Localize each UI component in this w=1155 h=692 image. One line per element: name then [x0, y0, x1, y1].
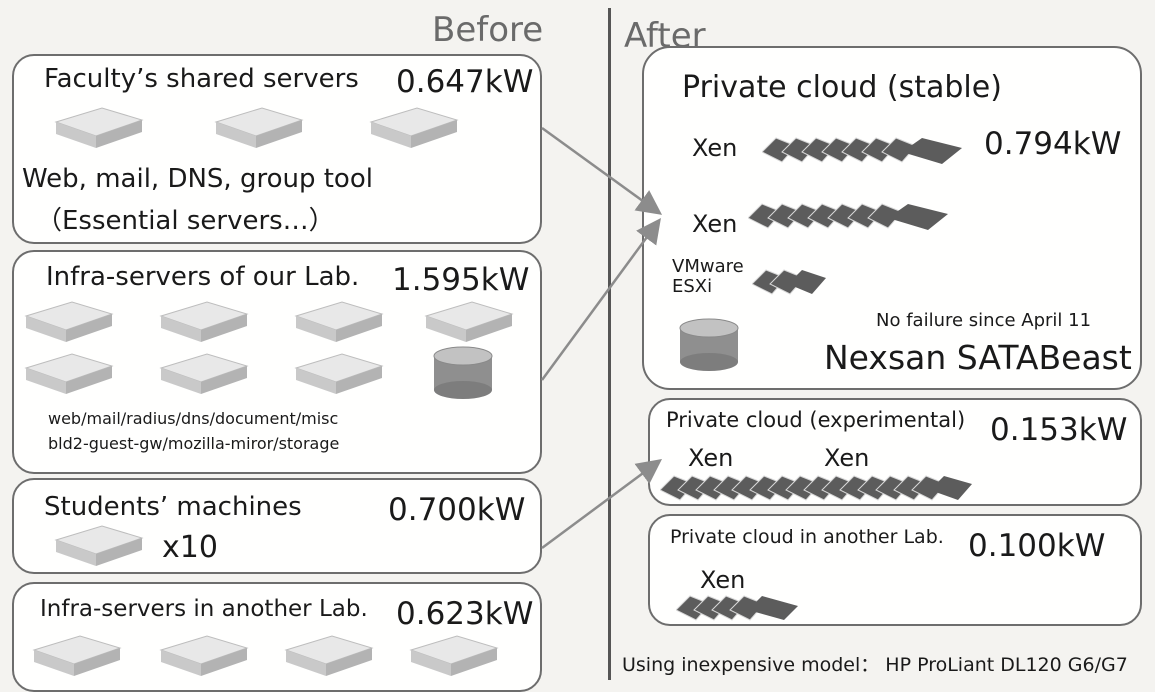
- server-icon: [55, 107, 143, 149]
- lab-infra-services: web/mail/radius/dns/document/misc: [48, 409, 339, 428]
- server-icon: [33, 635, 121, 677]
- xen-label: Xen: [700, 566, 746, 594]
- stable-cloud-box: Private cloud (stable) Xen 0.794kW Xen V…: [642, 46, 1142, 390]
- storage-disk-icon: [679, 318, 739, 372]
- esxi-label: ESXi: [672, 276, 713, 297]
- stable-cloud-power: 0.794kW: [984, 126, 1122, 162]
- experimental-cloud-box: Private cloud (experimental) 0.153kW Xen…: [648, 398, 1142, 506]
- blade-server-row: [748, 196, 958, 240]
- blade-servers-icon: [762, 130, 972, 170]
- other-lab-infra-title: Infra-servers in another Lab.: [40, 596, 368, 622]
- blade-server-row: [762, 130, 972, 174]
- faculty-servers-box: Faculty’s shared servers 0.647kW Web, ma…: [12, 54, 542, 244]
- blade-server-row: [676, 590, 806, 628]
- server-icon: [425, 301, 513, 343]
- server-icon: [55, 525, 143, 567]
- before-heading: Before: [432, 10, 544, 50]
- blade-servers-icon: [676, 590, 806, 624]
- server-icon: [285, 635, 373, 677]
- blade-servers-icon: [660, 470, 980, 504]
- xen-label: Xen: [824, 444, 870, 472]
- server-icon: [295, 353, 383, 395]
- faculty-essential: （Essential servers…）: [36, 206, 335, 236]
- lab-infra-services-2: bld2-guest-gw/mozilla-miror/storage: [48, 434, 340, 453]
- other-lab-cloud-title: Private cloud in another Lab.: [670, 526, 944, 548]
- lab-infra-power: 1.595kW: [392, 262, 530, 298]
- storage-label: Nexsan SATABeast: [824, 338, 1132, 377]
- server-icon: [215, 107, 303, 149]
- xen-label: Xen: [688, 444, 734, 472]
- blade-server-row: [752, 262, 832, 304]
- lab-infra-servers-box: Infra-servers of our Lab. 1.595kW web/ma…: [12, 250, 542, 474]
- stable-cloud-title: Private cloud (stable): [682, 70, 1002, 105]
- students-count: x10: [162, 530, 218, 565]
- server-icon: [160, 353, 248, 395]
- other-lab-infra-power: 0.623kW: [396, 596, 534, 632]
- other-lab-infra-box: Infra-servers in another Lab. 0.623kW: [12, 582, 542, 692]
- divider-line: [608, 8, 611, 680]
- blade-servers-icon: [748, 196, 958, 236]
- lab-infra-title: Infra-servers of our Lab.: [46, 262, 360, 292]
- xen-label: Xen: [692, 134, 738, 162]
- faculty-power: 0.647kW: [396, 64, 534, 100]
- faculty-title: Faculty’s shared servers: [44, 64, 359, 94]
- faculty-services: Web, mail, DNS, group tool: [22, 164, 373, 194]
- students-title: Students’ machines: [44, 492, 302, 522]
- students-machines-box: Students’ machines 0.700kW x10: [12, 478, 542, 574]
- experimental-cloud-power: 0.153kW: [990, 412, 1128, 448]
- blade-servers-icon: [752, 262, 832, 300]
- experimental-cloud-title: Private cloud (experimental): [666, 408, 966, 432]
- vmware-label: VMware: [672, 256, 744, 277]
- students-power: 0.700kW: [388, 492, 526, 528]
- other-lab-cloud-box: Private cloud in another Lab. 0.100kW Xe…: [648, 514, 1142, 626]
- xen-label: Xen: [692, 210, 738, 238]
- blade-server-row: [660, 470, 980, 508]
- server-icon: [25, 301, 113, 343]
- other-lab-cloud-power: 0.100kW: [968, 528, 1106, 564]
- uptime-note: No failure since April 11: [876, 310, 1092, 331]
- server-icon: [410, 635, 498, 677]
- server-icon: [295, 301, 383, 343]
- server-icon: [160, 635, 248, 677]
- hardware-footnote: Using inexpensive model： HP ProLiant DL1…: [622, 654, 1128, 676]
- server-icon: [160, 301, 248, 343]
- server-icon: [25, 353, 113, 395]
- server-icon: [370, 107, 458, 149]
- storage-disk-icon: [433, 346, 493, 400]
